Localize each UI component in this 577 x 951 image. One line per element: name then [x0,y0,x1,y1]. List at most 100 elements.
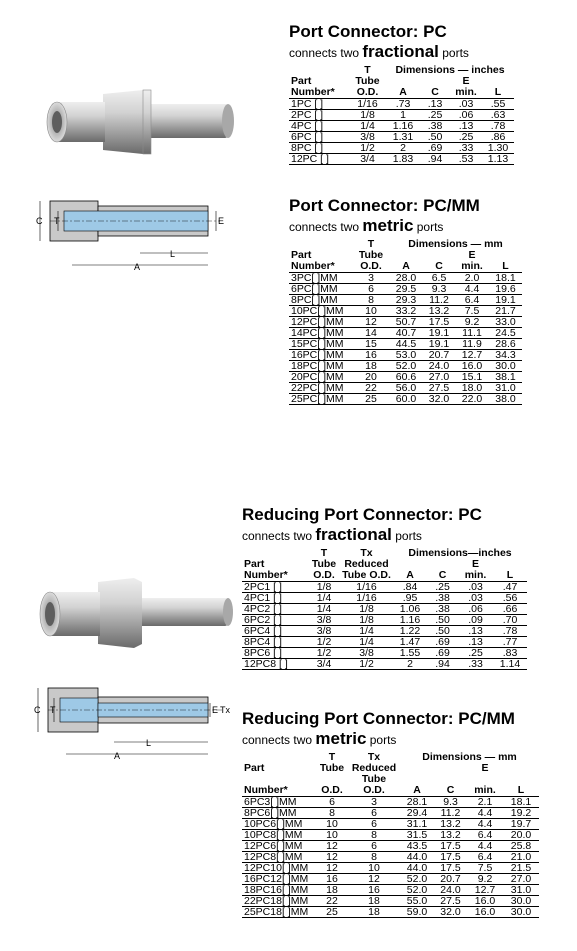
pcmm-hdr-l: L [489,261,522,273]
pc-cell: 12PC [ ] [289,153,349,165]
rpcmm-cell: 30.0 [503,895,539,907]
pcmm-cell: 50.7 [389,316,423,328]
pc-hdr-e: E [462,75,470,87]
pcmm-cell: 19.1 [489,294,522,306]
rpc-hdr-od: O.D. [308,570,340,582]
rpc-cell: 1/8 [308,581,340,593]
pcmm-cell: 20 [353,371,389,383]
rpcmm-cell: 22 [316,895,348,907]
rpcmm-hdr-tube: Tube [319,762,345,774]
pc-cell: 1/2 [349,142,386,154]
rpc-cell: 1/8 [340,603,393,615]
pcmm-cell: 19.1 [423,338,455,350]
rpc-cell: .06 [458,603,493,615]
rpcmm-hdr-number: Number* [242,774,316,797]
drawing2-label-tx: Tx [220,705,230,715]
pc-cell: .25 [420,109,450,121]
pcmm-cell: 10 [353,305,389,317]
rpcmm-hdr-min: min. [467,774,503,797]
rpcmm-cell: 27.0 [503,873,539,885]
pcmm-cell: 24.5 [489,327,522,339]
rpc-cell: 1.55 [393,647,427,659]
pcmm-hdr-dims: Dimensions — mm [408,238,503,250]
pcmm-hdr-part: Part [291,249,312,261]
pcmm-cell: 25 [353,393,389,405]
rpc-cell: .94 [427,658,458,670]
pcmm-cell: 34.3 [489,349,522,361]
pc-cell: .38 [420,120,450,132]
rpcmm-cell: 29.4 [400,807,434,819]
pcmm-cell: 22PC[ ]MM [289,382,353,394]
pc-hdr-tube: Tube [355,75,380,87]
rpc-cell: .69 [427,647,458,659]
pcmm-cell: 6 [353,283,389,295]
rpcmm-cell: 16 [316,873,348,885]
rpc-hdr-c: C [427,570,458,582]
rpcmm-cell: 12 [316,840,348,852]
rpcmm-cell: 44.0 [400,862,434,874]
rpcmm-cell: 20.7 [434,873,467,885]
drawing1-label-t: T [54,216,60,226]
rpcmm-cell: 6 [348,818,400,830]
rpc-cell: 4PC1 [ ] [242,592,308,604]
rpc-cell: .78 [493,625,527,637]
rpcmm-cell: 7.5 [467,862,503,874]
rpcmm-cell: 52.0 [400,873,434,885]
rpcmm-hdr-reduced: Reduced [351,762,397,774]
pcmm-cell: 10PC[ ]MM [289,305,353,317]
pcmm-subtitle-emphasis: metric [362,216,414,235]
rpcmm-hdr-e: E [481,762,489,774]
rpcmm-cell: 8 [316,807,348,819]
pc-cell: 1.13 [482,153,514,165]
pcmm-cell: 16 [353,349,389,361]
rpc-cell: 1/4 [340,636,393,648]
pc-cell: .55 [482,98,514,110]
rpc-cell: .03 [458,581,493,593]
rpc-cell: .33 [458,658,493,670]
rpc-cell: 8PC4 [ ] [242,636,308,648]
pcmm-cell: 28.6 [489,338,522,350]
rpcmm-cell: 10PC6[ ]MM [242,818,316,830]
rpcmm-cell: 3 [348,796,400,808]
pc-cell: 1/8 [349,109,386,121]
pc-cell: 2 [386,142,420,154]
pcmm-cell: 44.5 [389,338,423,350]
port-connector-drawing: C T E L A [36,200,224,272]
rpcmm-cell: 19.2 [503,807,539,819]
rpcmm-cell: 8 [348,851,400,863]
rpcmm-cell: 43.5 [400,840,434,852]
pcmm-cell: 14PC[ ]MM [289,327,353,339]
pcmm-cell: 12 [353,316,389,328]
rpc-cell: 1.16 [393,614,427,626]
rpcmm-cell: 10 [316,818,348,830]
pcmm-cell: 6PC[ ]MM [289,283,353,295]
rpcmm-cell: 16.0 [467,895,503,907]
rpc-hdr-t: T [320,547,328,559]
pc-table-row: 1PC [ ]1/16.73.13.03.55 [289,98,514,110]
rpcmm-cell: 4.4 [467,840,503,852]
rpc-cell: 1/8 [340,614,393,626]
pc-hdr-c: C [420,87,450,99]
pcmm-hdr-min: min. [455,261,489,273]
rpc-subtitle-pre: connects two [242,529,316,543]
rpc-cell: 1/2 [340,658,393,670]
pcmm-cell: 3 [353,272,389,284]
pcmm-cell: 31.0 [489,382,522,394]
rpc-cell: 1.47 [393,636,427,648]
pcmm-cell: 18PC[ ]MM [289,360,353,372]
pcmm-cell: 12PC[ ]MM [289,316,353,328]
pcmm-cell: 8PC[ ]MM [289,294,353,306]
rpc-title: Reducing Port Connector: PC [242,505,482,524]
rpcmm-cell: 31.1 [400,818,434,830]
rpcmm-cell: 25PC18[ ]MM [242,906,316,918]
rpcmm-cell: 12PC8[ ]MM [242,851,316,863]
